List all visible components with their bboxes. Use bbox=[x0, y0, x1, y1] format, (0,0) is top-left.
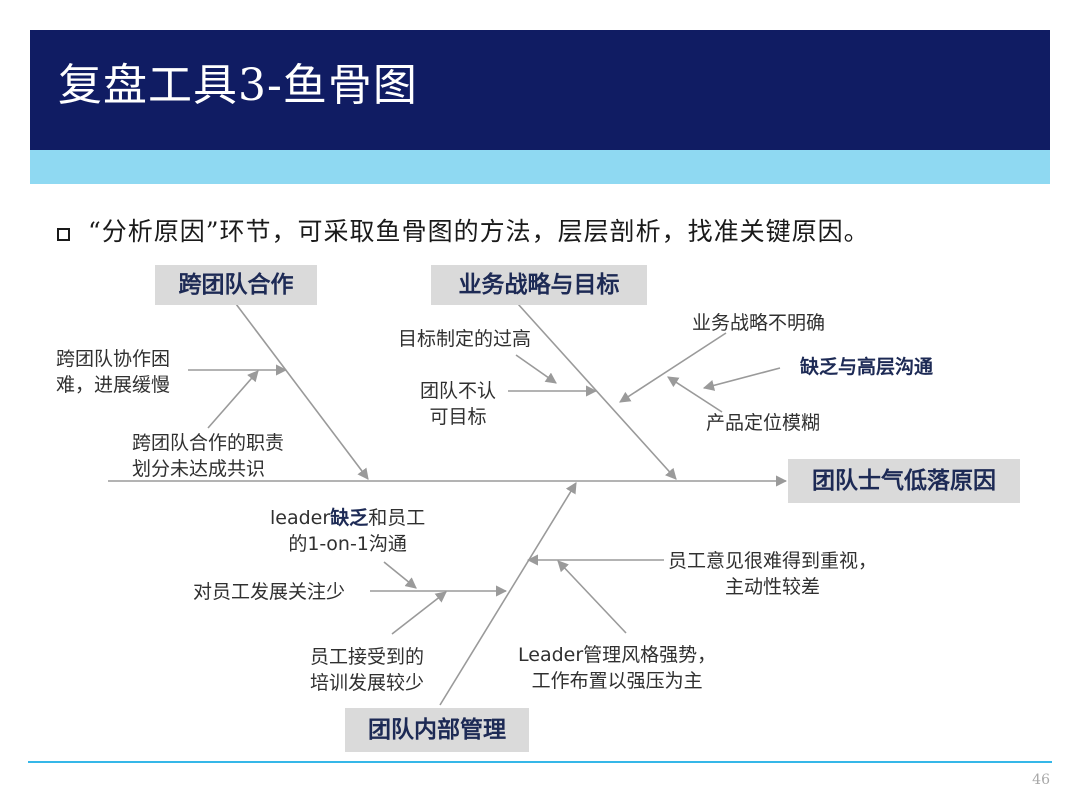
cause-strategy-2: 团队不认 可目标 bbox=[420, 380, 497, 428]
arrow-cause-internal-5 bbox=[557, 560, 627, 634]
cause-strategy-3: 业务战略不明确 bbox=[692, 312, 826, 334]
arrow-cause-strategy-1 bbox=[515, 354, 557, 384]
square-bullet-icon bbox=[57, 228, 70, 241]
cause-cross-team-1: 跨团队协作困 难，进展缓慢 bbox=[56, 348, 171, 396]
cause-strategy-5: 产品定位模糊 bbox=[706, 412, 821, 434]
page-number: 46 bbox=[1032, 772, 1050, 788]
cause-internal-2: 对员工发展关注少 bbox=[193, 581, 346, 603]
category-strategy: 业务战略与目标 bbox=[431, 265, 647, 305]
arrow-cause-internal-1 bbox=[383, 561, 417, 589]
arrow-cause-internal-3 bbox=[391, 591, 447, 635]
bone-cross-team bbox=[235, 303, 369, 480]
accent-bar bbox=[30, 150, 1050, 184]
arrow-cause-strategy-5 bbox=[667, 376, 723, 413]
arrow-cause-cross-2 bbox=[207, 370, 259, 429]
bone-internal bbox=[439, 482, 577, 706]
cause-internal-1: leader缺乏和员工 的1-on-1沟通 bbox=[270, 507, 426, 555]
cause-internal-4: 员工意见很难得到重视， 主动性较差 bbox=[668, 550, 878, 598]
fishbone-head: 团队士气低落原因 bbox=[788, 459, 1020, 503]
category-internal: 团队内部管理 bbox=[345, 708, 529, 752]
bullet-text: “分析原因”环节，可采取鱼骨图的方法，层层剖析，找准关键原因。 bbox=[88, 217, 870, 246]
arrow-cause-strategy-4 bbox=[702, 367, 781, 391]
slide-title: 复盘工具3-鱼骨图 bbox=[58, 60, 418, 111]
cause-cross-team-2: 跨团队合作的职责 划分未达成共识 bbox=[132, 432, 285, 480]
arrow-cause-strategy-3 bbox=[619, 332, 727, 403]
cause-internal-3: 员工接受到的 培训发展较少 bbox=[310, 646, 425, 694]
footer-line bbox=[28, 761, 1052, 763]
cause-strategy-4: 缺乏与高层沟通 bbox=[800, 356, 934, 378]
title-bar bbox=[30, 30, 1050, 150]
cause-internal-5: Leader管理风格强势， 工作布置以强压为主 bbox=[518, 644, 717, 692]
cause-strategy-1: 目标制定的过高 bbox=[398, 328, 532, 350]
category-cross-team: 跨团队合作 bbox=[155, 265, 317, 305]
